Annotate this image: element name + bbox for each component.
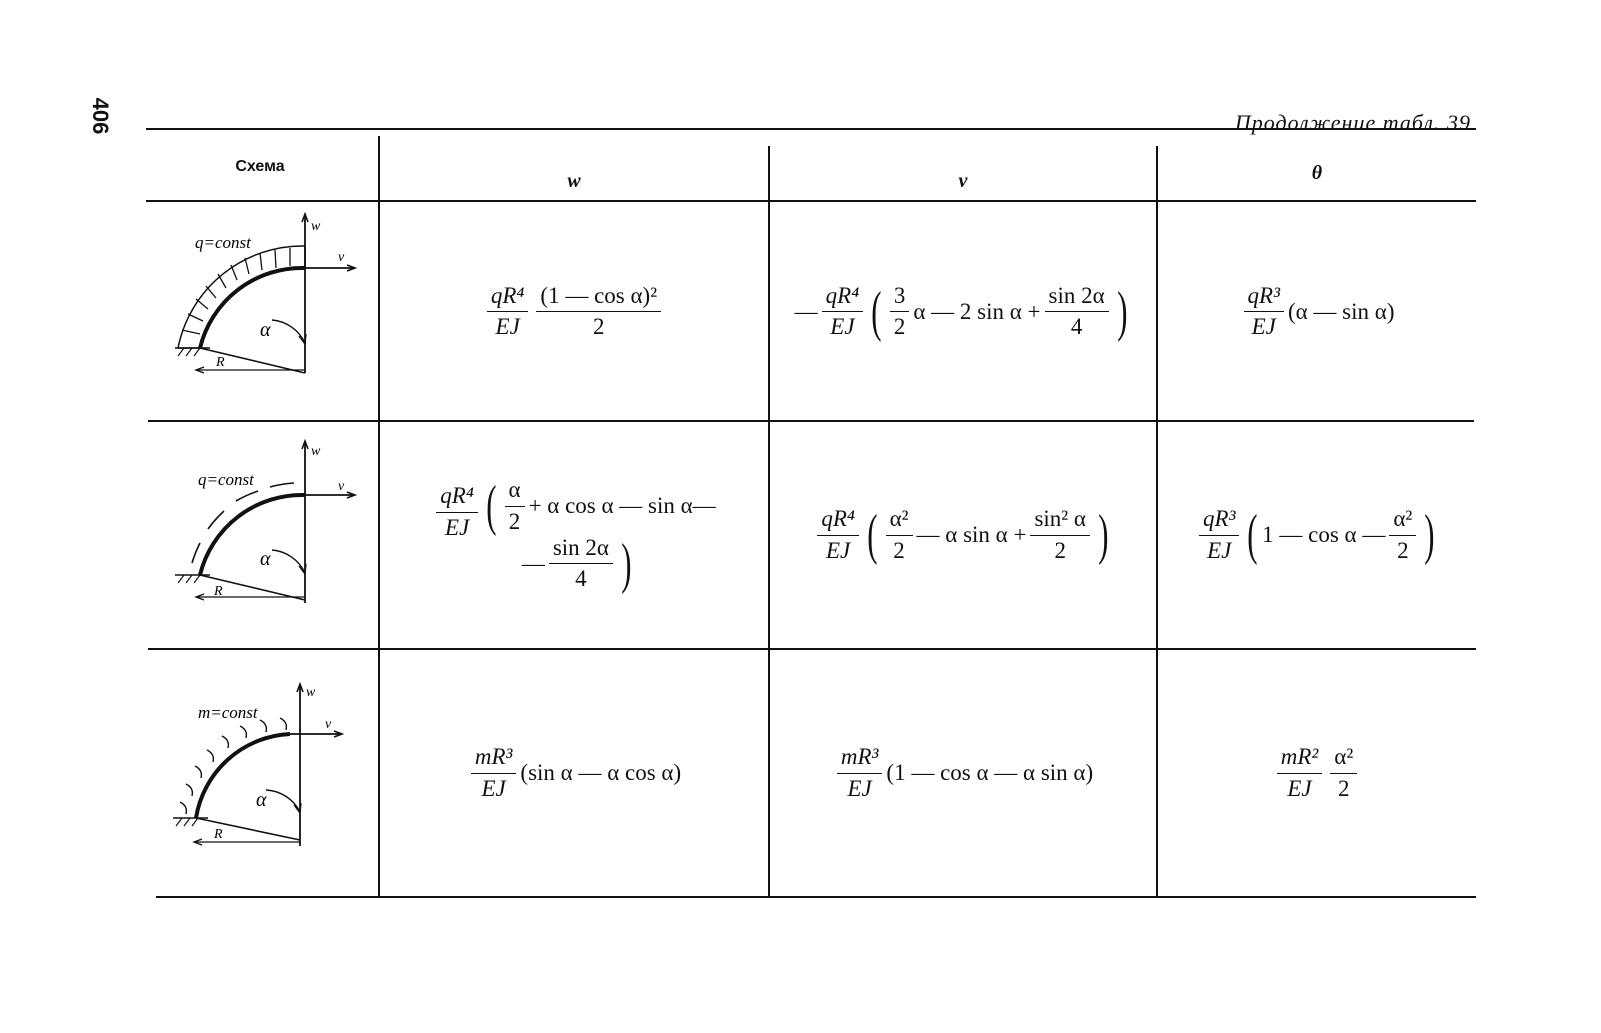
scheme3-w-label: w bbox=[306, 685, 316, 700]
scheme1-w-label: w bbox=[311, 219, 321, 234]
header-bottom-rule bbox=[146, 200, 1476, 202]
scheme-diagram-3: m=const w v α R bbox=[173, 681, 345, 846]
row2-bottom-rule bbox=[148, 648, 1476, 650]
scheme1-load-label: q=const bbox=[195, 233, 252, 252]
col-divider-1 bbox=[378, 136, 380, 896]
header-theta: θ bbox=[1311, 162, 1323, 184]
scheme1-r-label: R bbox=[215, 355, 225, 370]
scheme2-alpha-label: α bbox=[260, 548, 271, 570]
table-caption: Продолжение табл. 39 bbox=[1234, 110, 1471, 135]
scheme3-r-label: R bbox=[213, 827, 223, 842]
scheme1-alpha-label: α bbox=[260, 319, 271, 341]
scheme2-v-label: v bbox=[338, 479, 345, 494]
col-divider-2 bbox=[768, 146, 770, 896]
header-w: w bbox=[567, 170, 581, 192]
scheme1-v-label: v bbox=[338, 250, 345, 265]
header-scheme: Схема bbox=[235, 158, 285, 175]
page-number: 406 bbox=[88, 97, 113, 135]
scheme3-v-label: v bbox=[325, 717, 332, 732]
table-bottom-rule bbox=[156, 896, 1476, 898]
row1-bottom-rule bbox=[148, 420, 1474, 422]
scheme-diagram-1: q=const w v α R bbox=[175, 211, 358, 374]
table-top-rule bbox=[146, 128, 1476, 130]
scheme-diagram-2: q=const w v α R bbox=[175, 438, 358, 603]
header-v: v bbox=[958, 170, 968, 192]
col-divider-3 bbox=[1156, 146, 1158, 896]
scheme2-w-label: w bbox=[311, 444, 321, 459]
scheme3-load-label: m=const bbox=[198, 703, 259, 722]
scheme2-r-label: R bbox=[213, 584, 223, 599]
scheme3-alpha-label: α bbox=[256, 789, 267, 811]
scheme2-load-label: q=const bbox=[198, 470, 255, 489]
